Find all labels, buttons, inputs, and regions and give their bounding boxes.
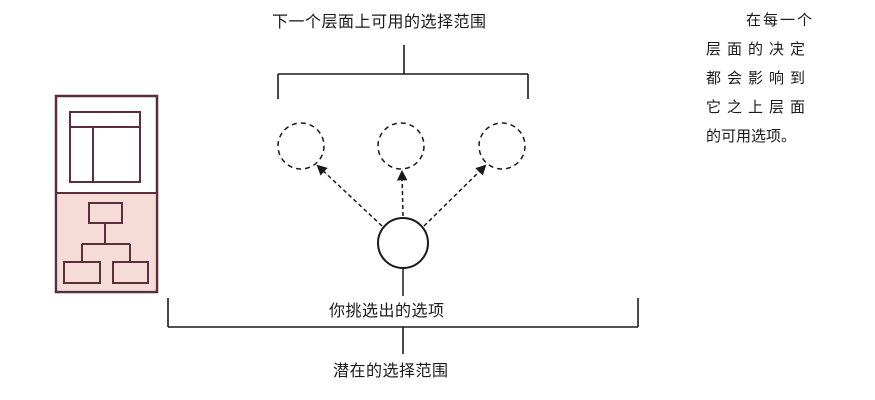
- next-plane-options-label: 下一个层面上可用的选择范围: [272, 12, 487, 31]
- bottom-bracket: [167, 298, 639, 354]
- lower-plane: [58, 194, 155, 290]
- arrow-to-center-option: [396, 169, 408, 217]
- arrow-to-right-option: [423, 164, 487, 227]
- option-circle-center: [377, 122, 425, 170]
- chosen-option-circle: [377, 217, 429, 269]
- side-note-line: 都会影响到: [706, 69, 812, 87]
- upper-plane: [58, 98, 155, 192]
- option-circle-right: [478, 122, 526, 170]
- chosen-option-label: 你挑选出的选项: [329, 301, 445, 320]
- page-layout-icon: [69, 111, 141, 183]
- side-note-line: 的可用选项。: [706, 127, 797, 145]
- potential-options-label: 潜在的选择范围: [333, 361, 449, 380]
- option-circle-left: [277, 122, 325, 170]
- side-note-line: 它之上层面: [706, 98, 812, 116]
- side-note-line: 层面的决定: [706, 40, 812, 58]
- arrow-to-left-option: [316, 164, 383, 227]
- top-bracket: [277, 45, 529, 99]
- plane-stack-icon: [54, 94, 159, 294]
- sitemap-icon: [63, 202, 149, 284]
- side-note: 在每一个 层面的决定 都会影响到 它之上层面 的可用选项。: [706, 6, 836, 151]
- side-note-line: 在每一个: [746, 11, 815, 29]
